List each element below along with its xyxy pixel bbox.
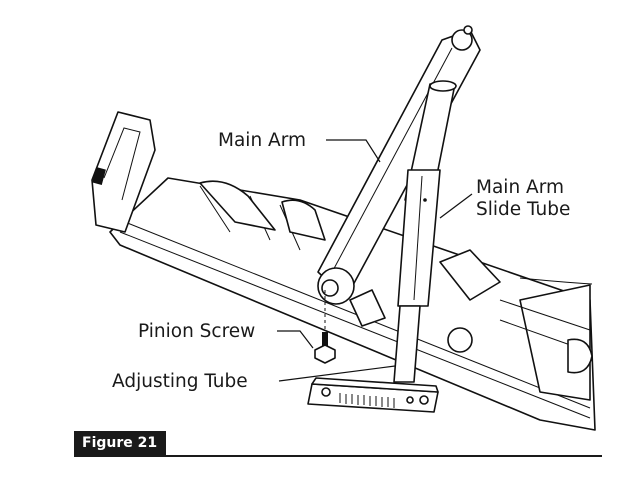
adjusting-tube-leader	[278, 365, 396, 382]
pinion-screw-label: Pinion Screw	[138, 321, 255, 342]
main-arm-leader	[326, 139, 381, 163]
pinion-screw	[314, 290, 336, 364]
pinion-screw-leader	[277, 330, 314, 349]
main-arm-slide-tube	[397, 80, 457, 307]
slide-tube-leader	[439, 193, 473, 219]
slide-tube-label-line1: Main Arm	[476, 177, 564, 198]
figure-label: Figure 21	[74, 431, 166, 455]
slide-tube-label-line2: Slide Tube	[476, 199, 570, 220]
shoe-bracket	[307, 377, 439, 413]
adjusting-tube	[393, 305, 421, 383]
figure-label-rule	[74, 455, 602, 457]
adjusting-tube-label: Adjusting Tube	[112, 371, 248, 392]
main-arm-label: Main Arm	[218, 130, 306, 151]
closer-body	[109, 177, 596, 431]
end-cap	[91, 111, 156, 233]
